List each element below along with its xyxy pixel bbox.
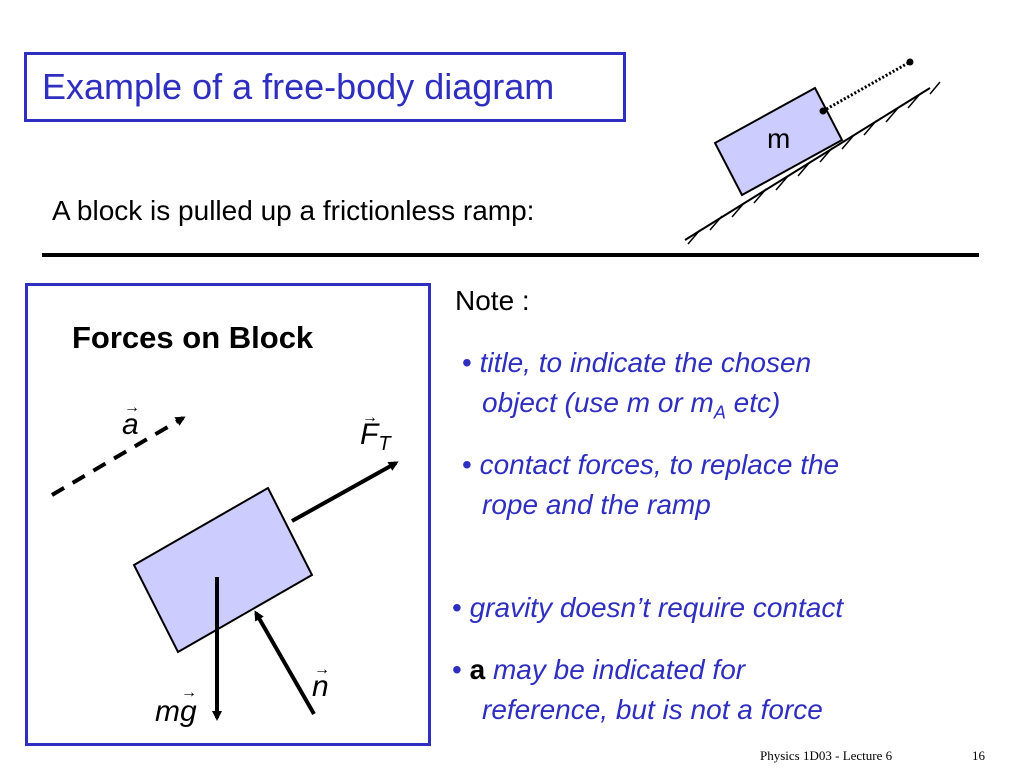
acceleration-label: →a [122,399,140,441]
fbd-block [132,486,314,654]
tension-arrow [291,461,399,523]
title-box: Example of a free-body diagram [24,52,626,122]
rope [822,60,911,113]
fbd-frame [25,283,431,746]
ramp-hatching [687,81,941,245]
footer-course: Physics 1D03 - Lecture 6 [760,748,893,763]
acceleration-arrow [50,416,186,497]
divider-line [42,253,979,257]
note-bullet-title: • title, to indicate the chosen object (… [462,347,812,423]
note-bullet-gravity: • gravity doesn’t require contact [452,592,844,623]
note-bullet-acceleration: • a may be indicated for reference, but … [452,654,823,725]
ramp-block [713,86,844,197]
slide-title: Example of a free-body diagram [42,66,555,107]
slide-subtitle: A block is pulled up a frictionless ramp… [52,195,535,226]
notes-heading: Note : [455,285,530,316]
rope-end-block [819,107,827,115]
ramp-block-label: m [767,123,791,154]
normal-force-arrow [254,610,316,715]
note-bullet-contact-forces: • contact forces, to replace the rope an… [462,449,840,520]
normal-force-label: →n [312,661,330,703]
weight-label: m→g [155,684,197,728]
fbd-heading: Forces on Block [72,320,314,355]
footer-page-number: 16 [972,748,985,763]
tension-label: →FT [360,409,391,455]
rope-end-pull [906,58,914,66]
